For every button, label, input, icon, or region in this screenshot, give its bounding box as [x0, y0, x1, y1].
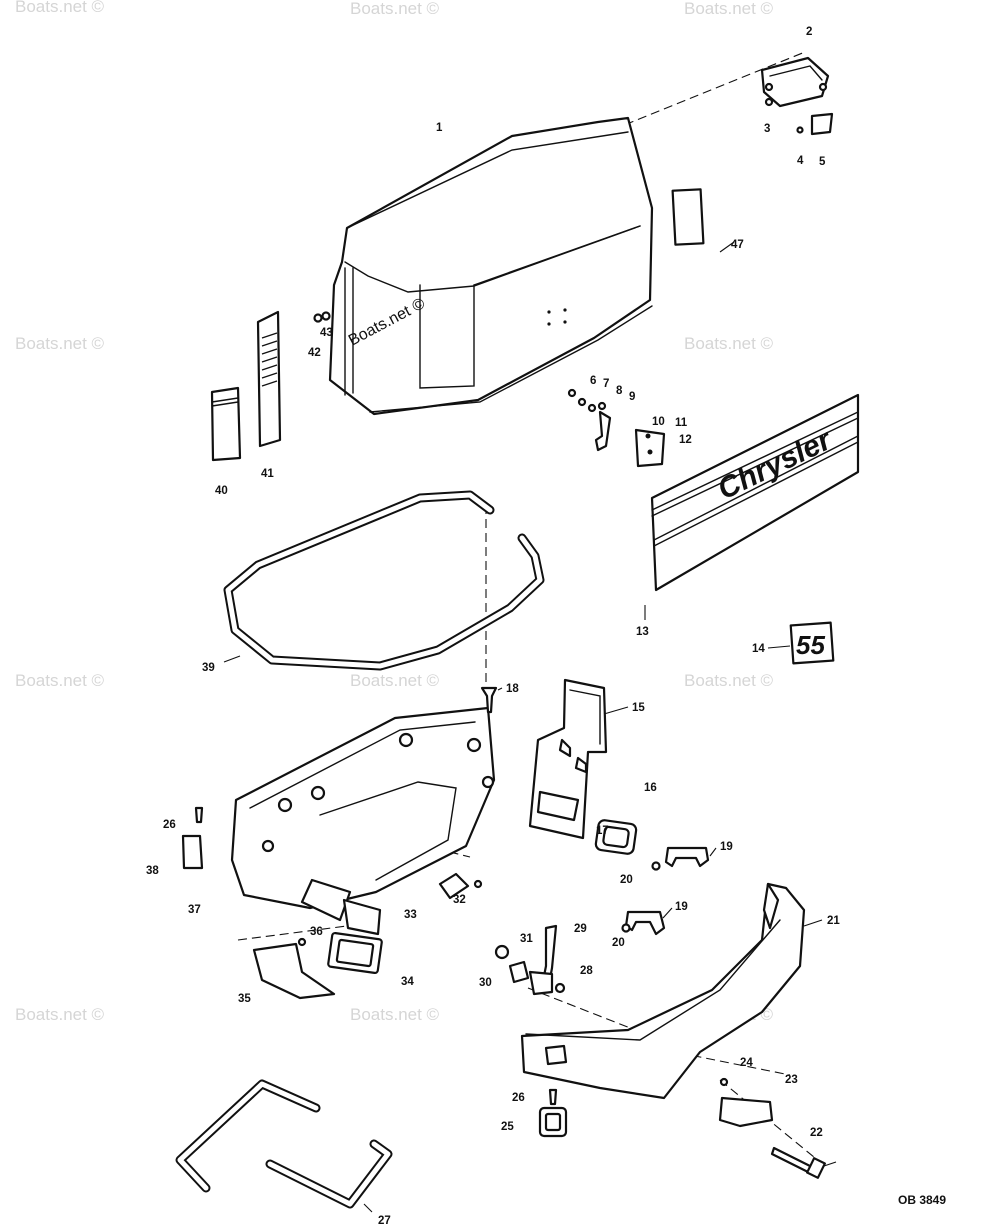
callout: 14	[752, 643, 765, 655]
callout: 19	[720, 841, 733, 853]
callout: 10	[652, 416, 665, 428]
callout: 26	[163, 819, 176, 831]
callout: 37	[188, 904, 201, 916]
callout: 20	[612, 937, 625, 949]
callout: 40	[215, 485, 228, 497]
callout: 21	[827, 915, 840, 927]
watermark: Boats.net ©	[350, 1005, 440, 1024]
callout: 6	[590, 375, 596, 387]
callout: 30	[479, 977, 492, 989]
callout: 13	[636, 626, 649, 638]
callout: 42	[308, 347, 321, 359]
callout: 34	[401, 976, 414, 988]
u-tube-27	[175, 1079, 393, 1209]
callout: 27	[378, 1215, 391, 1227]
watermark: Boats.net ©	[684, 0, 774, 18]
callout: 32	[453, 894, 466, 906]
callout: 12	[679, 434, 692, 446]
watermark: Boats.net ©	[15, 671, 105, 690]
callout: 41	[261, 468, 274, 480]
callout: 7	[603, 378, 609, 390]
watermark: Boats.net ©	[684, 671, 774, 690]
lower-pads	[181, 806, 383, 1000]
callout: 24	[740, 1057, 753, 1069]
grommet-16	[594, 819, 638, 855]
callout: 11	[675, 417, 688, 429]
callout: 25	[501, 1121, 514, 1133]
latch-hardware	[567, 388, 666, 468]
callout-labels: 1 2 3 4 5 6 7 8 9 10 11 12 13 14 15 16 1…	[146, 26, 840, 1227]
watermark: Boats.net ©	[15, 0, 105, 16]
callout: 19	[675, 901, 688, 913]
bracket-plate	[528, 678, 608, 840]
callout: 3	[764, 123, 770, 135]
callout: 39	[202, 662, 215, 674]
callout: 29	[574, 923, 587, 935]
chrysler-side-decal: Chrysler	[650, 393, 860, 592]
callout: 2	[806, 26, 812, 38]
callout: 47	[731, 239, 744, 251]
latch-bracket-assembly	[760, 56, 834, 136]
screw-18	[480, 686, 498, 714]
callout: 16	[644, 782, 657, 794]
callout: 22	[810, 1127, 823, 1139]
watermark: Boats.net ©	[350, 0, 440, 18]
callout: 9	[629, 391, 635, 403]
callout: 15	[632, 702, 645, 714]
drawing-code: OB 3849	[898, 1193, 946, 1207]
callout: 35	[238, 993, 251, 1005]
lower-pan-left	[230, 706, 496, 936]
callout: 36	[310, 926, 323, 938]
cover-seal	[223, 490, 545, 671]
callout: 5	[819, 156, 826, 168]
callout: 26	[512, 1092, 525, 1104]
watermark: Boats.net ©	[15, 334, 105, 353]
watermark: Boats.net ©	[15, 1005, 105, 1024]
callout: 28	[580, 965, 593, 977]
side-vent-plate	[210, 310, 331, 462]
watermark: Boats.net ©	[684, 334, 774, 353]
bolt-22	[770, 1146, 826, 1179]
callout: 23	[785, 1074, 798, 1086]
clips-19	[621, 846, 710, 936]
hp-decal: 55	[789, 621, 835, 665]
lower-pan-right	[520, 882, 806, 1100]
callout: 8	[616, 385, 623, 397]
callout: 38	[146, 865, 159, 877]
callout: 43	[320, 327, 333, 339]
engine-cover-top: Boats.net ©	[328, 116, 654, 416]
link-hardware	[438, 872, 566, 996]
watermark: Boats.net ©	[350, 671, 440, 690]
callout: 17	[596, 825, 609, 837]
bracket-23	[718, 1077, 774, 1128]
callout: 33	[404, 909, 417, 921]
grommet-25	[538, 1088, 568, 1138]
callout: 31	[520, 933, 533, 945]
callout: 1	[436, 122, 443, 134]
leader-lines	[223, 241, 837, 1213]
callout: 18	[506, 683, 519, 695]
callout: 20	[620, 874, 633, 886]
decal-47	[671, 188, 705, 246]
decal-hp-text: 55	[796, 630, 825, 660]
callout: 4	[797, 155, 804, 167]
